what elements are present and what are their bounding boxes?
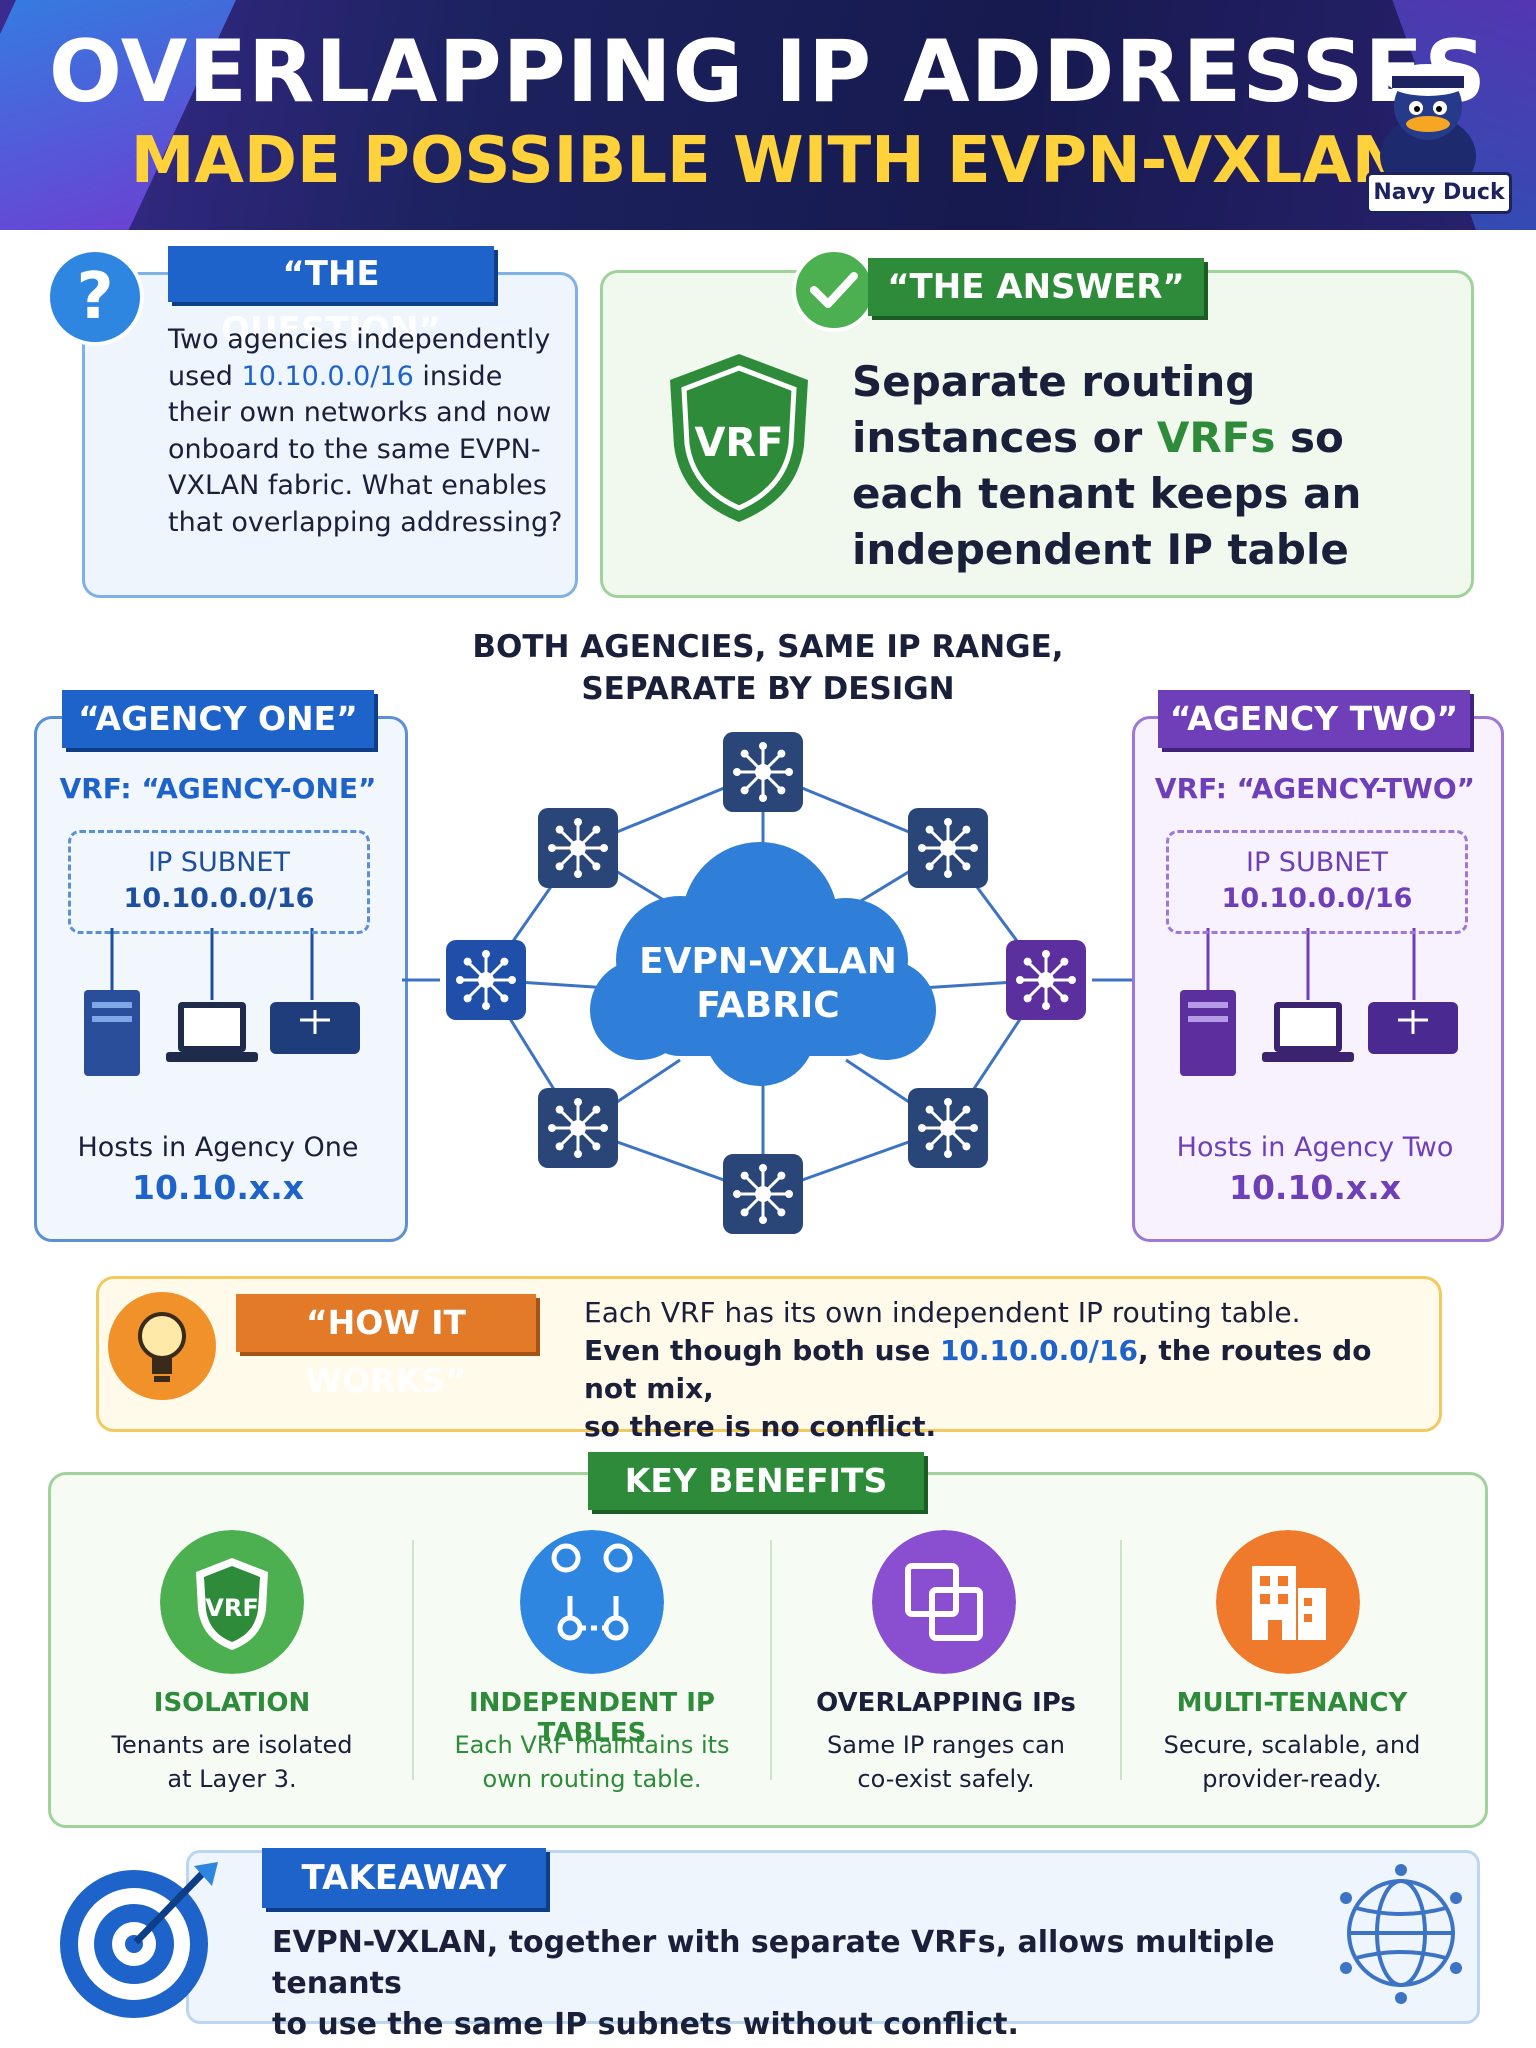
fabric-cloud [590, 842, 936, 1086]
agency-two-hosts-label: Hosts in Agency Two [1176, 1132, 1454, 1163]
question-card [82, 272, 578, 598]
subnet-value: 10.10.0.0/16 [123, 883, 315, 914]
server-icon [84, 990, 140, 1076]
router-node-icon [723, 732, 803, 812]
divider [770, 1540, 772, 1780]
target-icon [60, 1862, 218, 2018]
how-it-works-text: Each VRF has its own independent IP rout… [584, 1296, 1372, 1443]
building-icon [1216, 1530, 1360, 1674]
benefit-title: OVERLAPPING IPs [816, 1688, 1076, 1718]
server-icon [1180, 990, 1236, 1076]
benefit-title: MULTI-TENANCY [1176, 1688, 1408, 1718]
agency-two-tag: “AGENCY TWO” [1158, 690, 1470, 748]
how-it-works-tag: “HOW IT WORKS” [236, 1294, 536, 1400]
agency-two-panel [1132, 716, 1504, 1242]
router-node-icon [538, 1088, 618, 1168]
agency-one-vrf: VRF: “AGENCY-ONE” [59, 772, 377, 805]
answer-tag: “THE ANSWER” [868, 258, 1204, 316]
laptop-icon [1262, 1002, 1354, 1062]
route-icon [520, 1530, 664, 1674]
check-icon [792, 248, 876, 332]
laptop-icon [166, 1002, 258, 1062]
answer-text: Separate routing instances or VRFs so ea… [852, 357, 1362, 574]
agency-one-hosts-label: Hosts in Agency One [77, 1132, 359, 1163]
router-node-icon [908, 808, 988, 888]
fabric-nodes [446, 732, 1086, 1234]
fabric-label: EVPN-VXLAN FABRIC [639, 941, 897, 1026]
subnet-label: IP SUBNET [147, 847, 290, 878]
divider [412, 1540, 414, 1780]
globe-network-icon [1340, 1864, 1462, 2004]
agency-one-subnet-box: IP SUBNET 10.10.0.0/16 [68, 830, 370, 934]
vrf-shield-icon: VRF [160, 1530, 304, 1674]
router-node-icon [723, 1154, 803, 1234]
key-benefits-tag: KEY BENEFITS [588, 1452, 924, 1510]
takeaway-text: EVPN-VXLAN, together with separate VRFs,… [272, 1925, 1275, 2042]
router-node-icon [538, 808, 618, 888]
subnet-value: 10.10.0.0/16 [1221, 883, 1413, 914]
switch-icon [270, 1002, 360, 1054]
agency-one-panel [34, 716, 408, 1242]
svg-text:VRF: VRF [205, 1594, 258, 1622]
takeaway-tag: TAKEAWAY [262, 1848, 546, 1908]
question-ip-highlight: 10.10.0.0/16 [241, 360, 414, 392]
router-node-icon [1006, 940, 1086, 1020]
question-text: Two agencies independently used 10.10.0.… [168, 324, 563, 538]
answer-vrf-highlight: VRFs [1156, 413, 1276, 462]
divider [1120, 1540, 1122, 1780]
lightbulb-icon [108, 1292, 216, 1400]
benefit-title: ISOLATION [153, 1688, 311, 1718]
page-subtitle: MADE POSSIBLE WITH EVPN-VXLAN [130, 124, 1406, 198]
router-node-icon [446, 940, 526, 1020]
router-node-icon [908, 1088, 988, 1168]
overlap-squares-icon [872, 1530, 1016, 1674]
agency-two-subnet-box: IP SUBNET 10.10.0.0/16 [1166, 830, 1468, 934]
agency-one-hosts-ip: 10.10.x.x [131, 1168, 305, 1207]
switch-icon [1368, 1002, 1458, 1054]
agency-two-vrf: VRF: “AGENCY-TWO” [1154, 772, 1476, 805]
subnet-label: IP SUBNET [1245, 847, 1388, 878]
shield-label: VRF [694, 420, 783, 466]
question-tag: “THE QUESTION” [168, 246, 494, 350]
agency-one-tag: “AGENCY ONE” [62, 690, 374, 748]
question-icon: ? [46, 248, 144, 346]
logo-label: Navy Duck [1366, 172, 1512, 214]
vrf-shield-icon: VRF [670, 354, 808, 522]
benefit-title: INDEPENDENT IP TABLES [469, 1688, 715, 1748]
fabric-diagram [84, 732, 1458, 1234]
page-title: OVERLAPPING IP ADDRESSES [48, 22, 1488, 122]
agency-two-hosts-ip: 10.10.x.x [1228, 1168, 1402, 1207]
diagram-heading: BOTH AGENCIES, SAME IP RANGE, SEPARATE B… [472, 629, 1064, 707]
header-banner [0, 0, 1536, 230]
